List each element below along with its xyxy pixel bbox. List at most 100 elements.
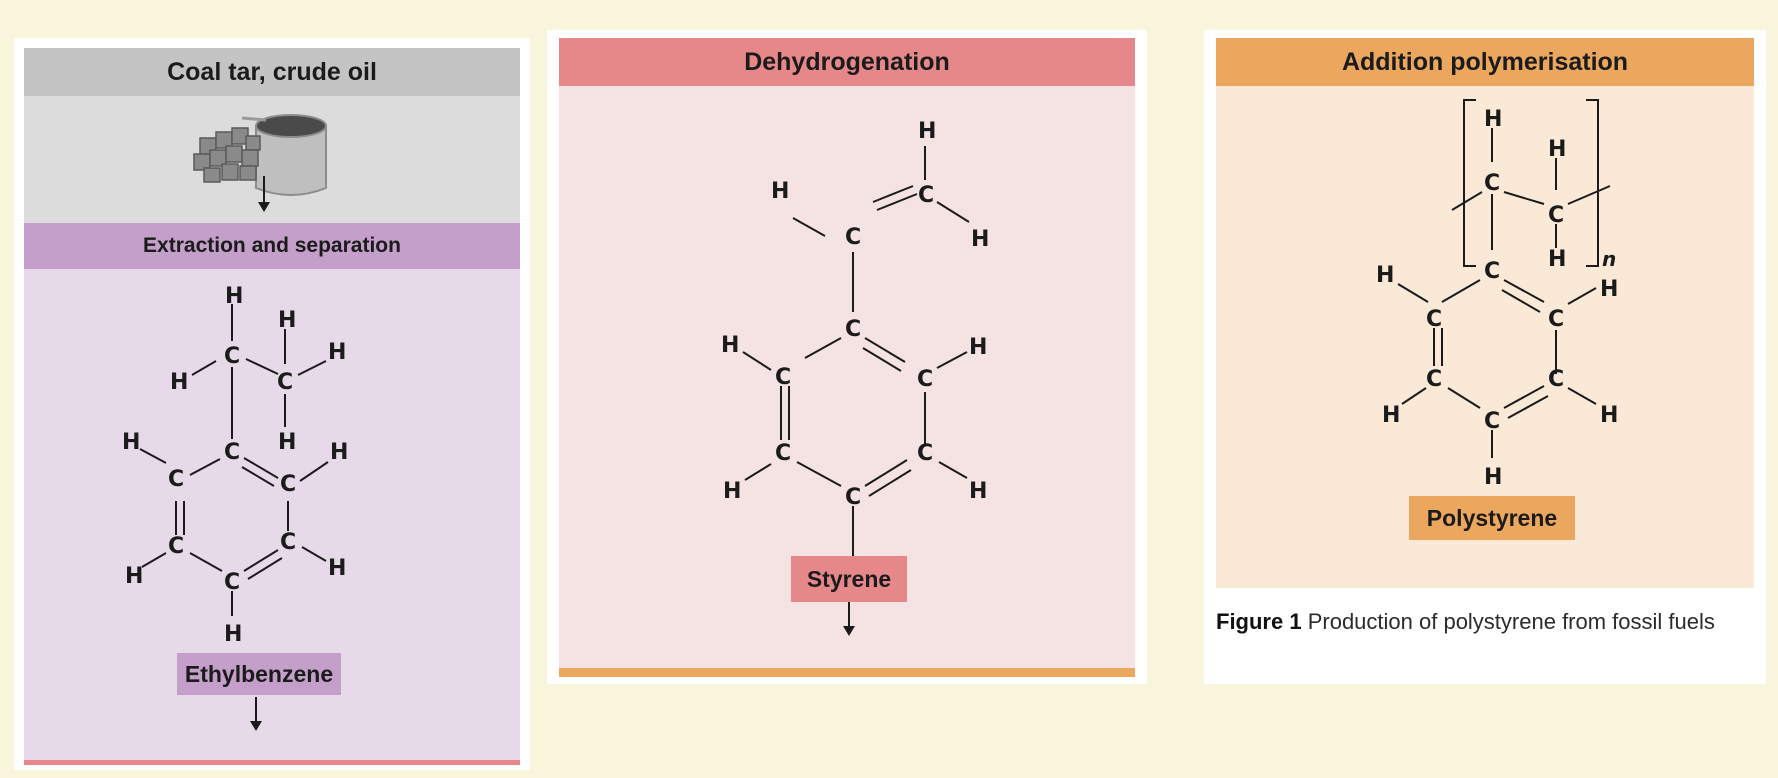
atom-c: C (1484, 171, 1500, 196)
bond-line (1441, 279, 1481, 303)
panel-polymerisation: Addition polymerisation (1204, 30, 1766, 684)
bond-line (247, 557, 283, 580)
polystyrene-label-text: Polystyrene (1426, 504, 1558, 531)
coal-and-oil-barrel-icon (193, 114, 327, 212)
bond-line (189, 458, 221, 476)
atom-h: H (1548, 137, 1566, 162)
bond-line (744, 463, 772, 481)
atom-c: C (168, 467, 184, 492)
dehydrogenation-bottom-rule (559, 668, 1135, 677)
atom-h: H (1600, 277, 1618, 302)
bond-line (1503, 385, 1545, 409)
atom-c: C (775, 365, 791, 390)
atom-c: C (845, 225, 861, 250)
extraction-stage-label: Extraction and separation (143, 234, 401, 257)
atom-h: H (1484, 107, 1502, 132)
bond-line (796, 461, 842, 487)
bond-line (938, 461, 968, 479)
atom-h: H (969, 479, 987, 504)
extraction-bottom-rule (24, 760, 520, 765)
atom-c: C (917, 367, 933, 392)
bond-line (141, 552, 167, 568)
styrene-area: H H C C H H C H C C C C H H C H Styrene (559, 86, 1135, 668)
bond-line (1567, 185, 1611, 205)
bond-line (1451, 191, 1483, 211)
atom-c: C (1548, 203, 1564, 228)
repeat-count-subscript: n (1602, 247, 1616, 271)
styrene-label: Styrene (791, 556, 907, 602)
bond-line (792, 217, 826, 237)
atom-c: C (1548, 367, 1564, 392)
bond-line (864, 459, 908, 487)
bond-line (299, 461, 329, 482)
atom-h: H (1600, 403, 1618, 428)
atom-c: C (280, 472, 296, 497)
ethylbenzene-label-text: Ethylbenzene (184, 660, 334, 687)
atom-h: H (971, 227, 989, 252)
atom-h: H (328, 340, 346, 365)
bond-line (243, 549, 279, 572)
ethylbenzene-bonds (139, 304, 329, 616)
bond-line (936, 351, 968, 369)
styrene-bonds (742, 146, 970, 556)
bond-line (301, 546, 327, 562)
bond-line (1501, 289, 1541, 313)
atom-h: H (1376, 263, 1394, 288)
bond-line (876, 193, 918, 211)
figure-caption: Figure 1 Production of polystyrene from … (1216, 606, 1716, 637)
bond-line (864, 337, 906, 363)
atom-h: H (224, 622, 242, 647)
atom-h: H (771, 179, 789, 204)
atom-c: C (845, 485, 861, 510)
atom-h: H (225, 284, 243, 309)
panel-dehydrogenation: Dehydrogenation (547, 30, 1147, 684)
atom-c: C (1548, 307, 1564, 332)
bond-line (1503, 191, 1545, 205)
bond-line (297, 360, 327, 376)
polystyrene-structure: H H C C H C H H C C C C H H C H n (1376, 99, 1618, 490)
atom-h: H (278, 430, 296, 455)
atom-h: H (278, 308, 296, 333)
atom-c: C (775, 441, 791, 466)
figure-caption-label: Figure 1 (1216, 609, 1302, 634)
atom-c: C (918, 183, 934, 208)
polystyrene-bonds (1397, 128, 1611, 458)
atom-h: H (1484, 465, 1502, 490)
figure-caption-text: Production of polystyrene from fossil fu… (1307, 609, 1715, 634)
atom-c: C (277, 370, 293, 395)
bond-line (1507, 395, 1549, 419)
atom-c: C (1426, 367, 1442, 392)
styrene-structure: H H C C H H C H C C C C H H C H (721, 119, 989, 588)
atom-h: H (918, 119, 936, 144)
bond-line (1397, 283, 1429, 303)
dehydrogenation-header-label: Dehydrogenation (744, 47, 950, 76)
atom-h: H (125, 564, 143, 589)
bond-line (243, 457, 279, 479)
atom-h: H (328, 556, 346, 581)
atom-c: C (845, 317, 861, 342)
atom-h: H (330, 440, 348, 465)
atom-h: H (721, 333, 739, 358)
atom-c: C (224, 344, 240, 369)
atom-c: C (224, 570, 240, 595)
raw-material-header: Coal tar, crude oil (24, 48, 520, 96)
atom-c: C (168, 534, 184, 559)
atom-h: H (969, 335, 987, 360)
bond-line (241, 466, 275, 487)
polystyrene-label: Polystyrene (1409, 496, 1575, 540)
down-arrow-icon (843, 602, 855, 636)
repeat-unit-brackets (1463, 99, 1599, 267)
atom-c: C (1426, 307, 1442, 332)
bond-line (1567, 287, 1597, 305)
atom-c: C (224, 440, 240, 465)
styrene-label-text: Styrene (806, 565, 892, 592)
bond-line (1503, 279, 1545, 303)
raw-material-area (24, 96, 520, 223)
atom-h: H (1548, 247, 1566, 272)
bond-line (804, 337, 842, 359)
ethylbenzene-label: Ethylbenzene (177, 653, 341, 695)
bond-line (245, 358, 279, 375)
bond-line (1567, 387, 1597, 405)
panel-extraction: Coal tar, crude oil (14, 38, 530, 770)
bond-line (191, 360, 217, 376)
